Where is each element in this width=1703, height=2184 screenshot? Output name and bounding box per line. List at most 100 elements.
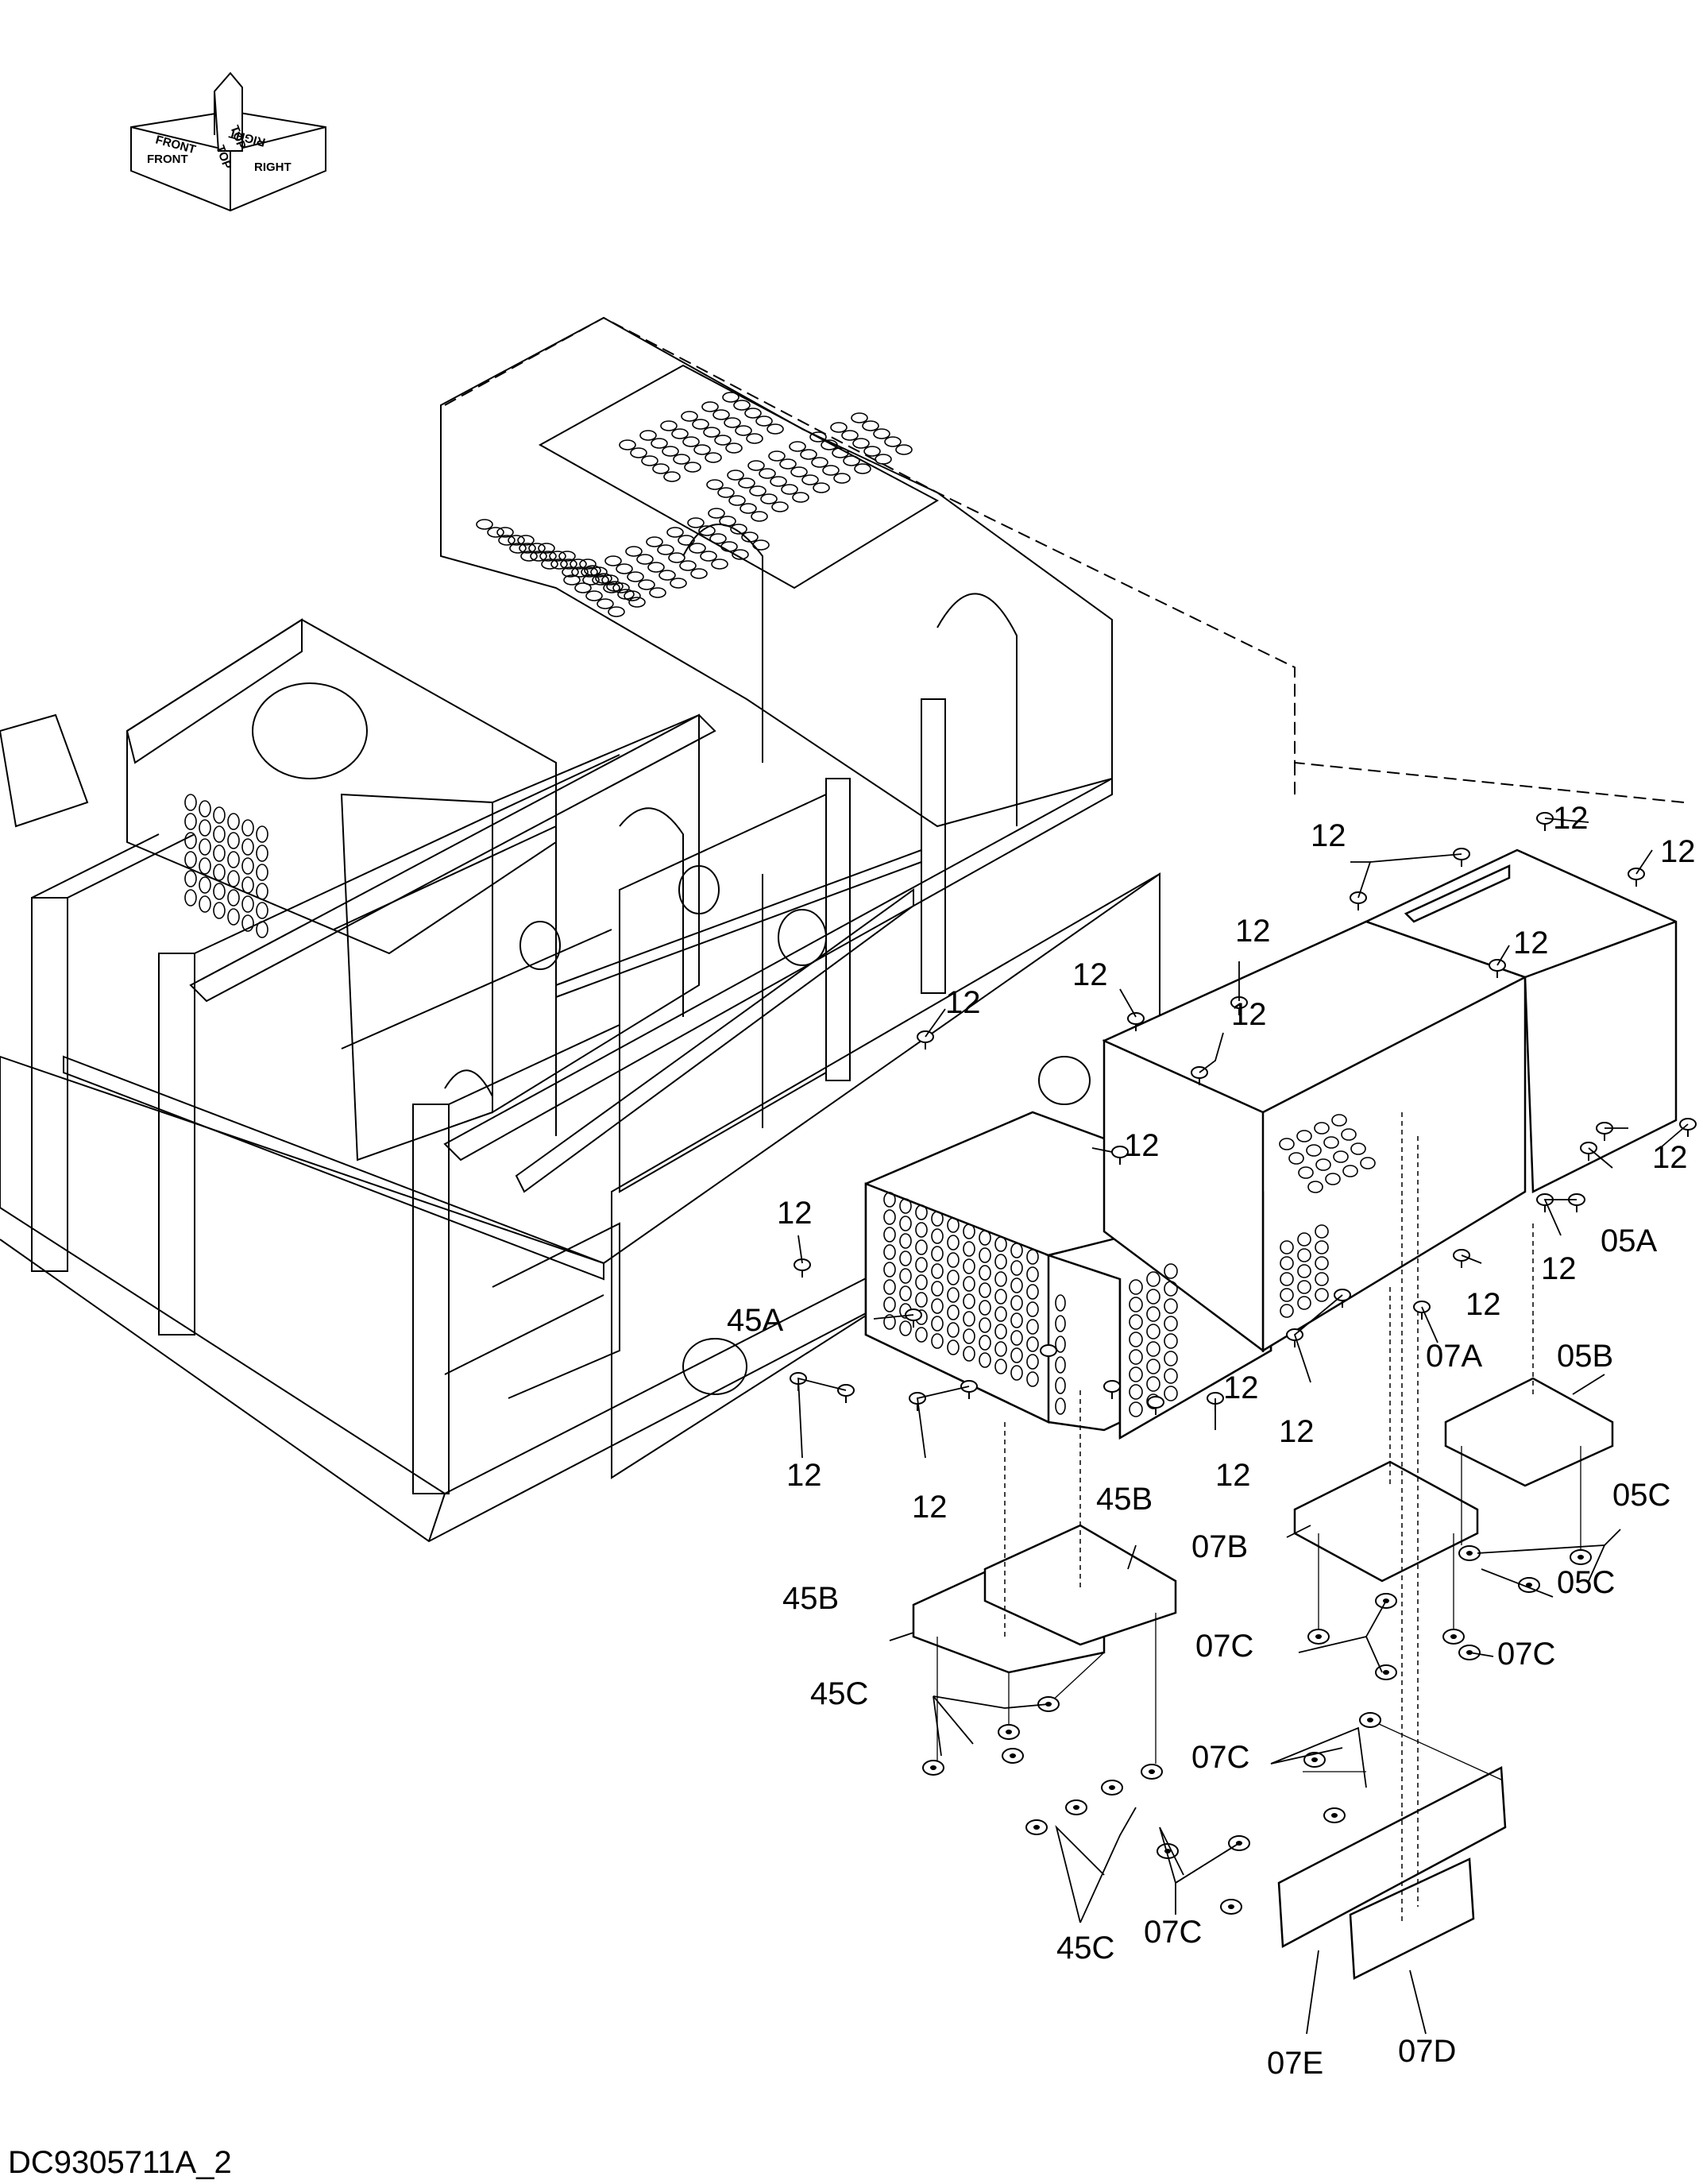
vent-hole <box>668 552 685 563</box>
vent-hole <box>1129 1297 1143 1312</box>
vent-hole <box>1146 1306 1160 1322</box>
vent-hole <box>727 470 744 481</box>
assembly-guide-lines <box>1004 1112 1534 1923</box>
vent-hole <box>549 551 566 562</box>
vent-hole <box>256 883 268 900</box>
vent-hole <box>759 468 776 479</box>
vent-hole <box>619 439 636 450</box>
vent-hole <box>705 452 722 463</box>
vent-hole <box>663 471 681 482</box>
vent-hole <box>963 1258 975 1274</box>
vent-hole <box>1010 1330 1023 1346</box>
vent-hole <box>1010 1365 1023 1381</box>
vent-hole <box>1129 1332 1143 1347</box>
vent-hole <box>931 1246 944 1262</box>
vent-hole <box>184 889 197 906</box>
vent-hole <box>1010 1278 1023 1293</box>
vent-hole <box>741 532 759 543</box>
vent-hole <box>1297 1264 1311 1278</box>
vent-hole <box>979 1317 991 1333</box>
vent-hole <box>625 546 643 557</box>
vent-hole <box>658 570 676 581</box>
vent-hole <box>747 460 765 471</box>
vent-hole <box>947 1287 960 1303</box>
vent-hole <box>746 433 763 444</box>
vent-hole <box>822 465 840 476</box>
vent-hole <box>767 423 784 435</box>
callout-07a: 07A <box>1426 1339 1482 1374</box>
callout-12-a: 12 <box>1553 801 1589 836</box>
pad-07d <box>1349 1857 1475 1980</box>
vent-hole <box>213 845 226 862</box>
callout-07c-d: 07C <box>1144 1915 1202 1950</box>
callout-07e: 07E <box>1267 2046 1323 2081</box>
vent-hole <box>1341 1128 1357 1141</box>
vent-hole <box>732 549 749 560</box>
vent-hole <box>1026 1266 1039 1282</box>
vent-hole <box>963 1276 975 1292</box>
vent-hole <box>994 1289 1007 1305</box>
vent-hole <box>1315 1256 1329 1270</box>
vent-hole <box>647 562 665 573</box>
vent-hole <box>227 813 240 830</box>
orientation-label-front-2: FRONT <box>147 153 188 166</box>
vent-hole <box>1129 1314 1143 1330</box>
vent-hole <box>519 543 536 554</box>
vent-hole <box>899 1198 912 1214</box>
vent-hole <box>606 581 624 592</box>
vent-hole <box>241 914 254 932</box>
vent-hole <box>1055 1336 1066 1353</box>
vent-hole <box>781 484 798 495</box>
vent-hole <box>963 1241 975 1257</box>
vent-hole <box>256 825 268 843</box>
vent-hole <box>712 409 730 420</box>
vent-hole <box>1306 1144 1322 1157</box>
vent-hole <box>719 516 736 527</box>
vent-hole <box>1297 1280 1311 1294</box>
vent-hole <box>1164 1368 1178 1384</box>
vent-hole <box>213 902 226 919</box>
vent-hole <box>979 1352 991 1368</box>
machine-vent-holes <box>184 392 913 938</box>
callout-12-d: 12 <box>1235 914 1271 949</box>
vent-hole <box>994 1359 1007 1374</box>
vent-hole <box>608 606 625 617</box>
vent-hole <box>241 819 254 837</box>
vent-hole <box>1297 1296 1311 1310</box>
bolt-head <box>1103 1380 1121 1393</box>
vent-hole <box>1297 1248 1311 1262</box>
vent-hole <box>779 458 797 470</box>
vent-hole <box>1026 1354 1039 1370</box>
vent-hole <box>184 794 197 811</box>
vent-hole <box>597 598 614 609</box>
vent-hole <box>1026 1336 1039 1352</box>
vent-hole <box>496 527 514 538</box>
vent-hole <box>636 554 654 565</box>
vent-hole <box>558 551 576 562</box>
vent-hole <box>213 825 226 843</box>
vent-hole <box>692 419 709 430</box>
pad-05b <box>1444 1377 1614 1487</box>
washer-hole <box>1033 1825 1040 1830</box>
vent-hole <box>690 568 708 579</box>
vent-hole <box>649 587 666 598</box>
vent-hole <box>1146 1359 1160 1374</box>
vent-hole <box>706 479 724 490</box>
vent-hole <box>963 1293 975 1309</box>
vent-hole <box>1129 1366 1143 1382</box>
vent-hole <box>562 566 579 578</box>
vent-hole <box>751 511 768 522</box>
vent-hole <box>728 495 746 506</box>
vent-hole <box>1129 1279 1143 1295</box>
callout-12-q: 12 <box>912 1490 948 1525</box>
vent-hole <box>1129 1384 1143 1400</box>
vent-hole <box>722 392 740 403</box>
vent-hole <box>646 536 663 547</box>
vent-hole <box>899 1285 912 1301</box>
vent-hole <box>931 1263 944 1279</box>
vent-hole <box>749 485 767 497</box>
vent-hole <box>994 1306 1007 1322</box>
vent-hole <box>752 539 770 551</box>
washer-hole <box>1006 1730 1012 1734</box>
washer-hole <box>1577 1555 1584 1560</box>
